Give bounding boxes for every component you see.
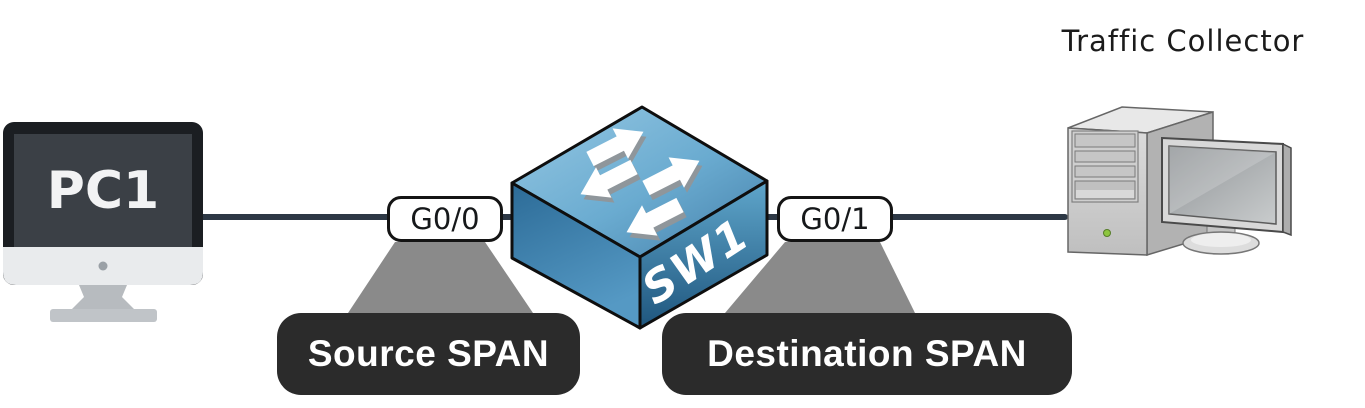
monitor-stand-base-top xyxy=(1191,233,1251,247)
callout-source-span: Source SPAN xyxy=(277,313,580,395)
destination-span-label: Destination SPAN xyxy=(707,333,1027,374)
port-badge-g0-0: G0/0 xyxy=(387,196,503,242)
pc1-stand-neck xyxy=(72,285,134,309)
drive-bays xyxy=(1071,130,1139,203)
monitor-screen-sheen xyxy=(1169,146,1276,214)
switch-icon: SW1 xyxy=(510,105,769,330)
power-led-icon xyxy=(1103,229,1111,237)
port-g0-0-label: G0/0 xyxy=(410,202,480,236)
port-g0-1-label: G0/1 xyxy=(800,202,870,236)
traffic-collector-icon xyxy=(1067,106,1292,257)
collector-title: Traffic Collector xyxy=(1061,24,1305,58)
port-badge-g0-1: G0/1 xyxy=(777,196,893,242)
switch-right-face xyxy=(638,179,769,330)
pc1-screen xyxy=(14,134,192,247)
pc1-camera-dot xyxy=(98,261,108,271)
callout-destination-span: Destination SPAN xyxy=(662,313,1072,395)
pc1-icon: PC1 xyxy=(3,122,203,322)
pc1-label: PC1 xyxy=(47,161,159,221)
monitor-side-edge xyxy=(1282,142,1292,237)
source-span-label: Source SPAN xyxy=(307,333,550,374)
pc1-stand-base xyxy=(50,309,157,322)
monitor-screen xyxy=(1168,145,1277,225)
